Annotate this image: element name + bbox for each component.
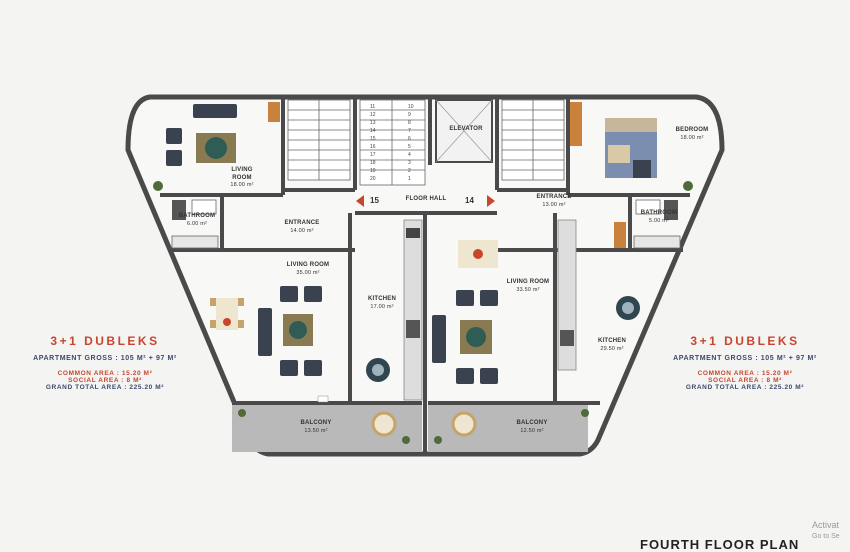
elevator-shaft: [435, 99, 493, 163]
watermark-line1: Activat: [812, 520, 840, 530]
hall-arrow-right: [487, 195, 495, 207]
stair-step-number: 4: [408, 152, 411, 158]
floor-plan-title: FOURTH FLOOR PLAN: [640, 537, 800, 552]
stair-step-number: 15: [370, 136, 376, 142]
stair-step-number: 16: [370, 144, 376, 150]
panel-title: 3+1 DUBLEKS: [690, 334, 800, 348]
stair-step-number: 2: [408, 168, 411, 174]
panel-title: 3+1 DUBLEKS: [50, 334, 160, 348]
balcony-tables: [238, 409, 589, 444]
hall-number-right: 14: [465, 196, 474, 205]
grand-total-area: GRAND TOTAL AREA : 225.20 M²: [685, 384, 805, 391]
furniture-bedroom-right: [570, 102, 693, 191]
stair-step-number: 18: [370, 160, 376, 166]
furniture-kitchen-mid: [366, 219, 423, 401]
hall-arrow-left: [356, 195, 364, 207]
fixtures-bathroom-right: [633, 199, 681, 249]
common-area: COMMON AREA : 15.20 M²: [697, 370, 793, 377]
stairs-right: [501, 99, 565, 181]
furniture-living-mid-right: [432, 240, 498, 384]
grand-total-area: GRAND TOTAL AREA : 225.20 M²: [45, 384, 165, 391]
stair-step-number: 9: [408, 112, 411, 118]
stair-step-number: 1: [408, 176, 411, 182]
info-panel-left: 3+1 DUBLEKS APARTMENT GROSS : 105 M² + 9…: [10, 334, 200, 391]
interior-walls: [160, 97, 690, 452]
watermark-line2: Go to Se: [812, 533, 840, 540]
social-area: SOCIAL AREA : 8 M²: [68, 377, 142, 384]
stair-step-number: 19: [370, 168, 376, 174]
stair-step-number: 5: [408, 144, 411, 150]
stair-step-number: 14: [370, 128, 376, 134]
stair-step-number: 12: [370, 112, 376, 118]
stair-step-number: 10: [408, 104, 414, 110]
stairs-left: [287, 99, 351, 181]
room-label-elevator: ELEVATOR: [449, 126, 483, 132]
stair-step-number: 11: [370, 104, 375, 110]
stair-step-number: 17: [370, 152, 376, 158]
common-area: COMMON AREA : 15.20 M²: [57, 370, 153, 377]
social-area: SOCIAL AREA : 8 M²: [708, 377, 782, 384]
stair-step-number: 6: [408, 136, 411, 142]
furniture-living-left: [153, 102, 280, 191]
stair-step-number: 13: [370, 120, 376, 126]
stairs-center: [359, 99, 426, 186]
room-label-floor-hall: FLOOR HALL: [405, 196, 447, 202]
furniture-kitchen-right: [557, 219, 640, 371]
stair-step-number: 20: [370, 176, 376, 182]
apartment-gross: APARTMENT GROSS : 105 M² + 97 M²: [33, 355, 177, 362]
stair-step-number: 8: [408, 120, 411, 126]
furniture-living-mid-left: [210, 286, 329, 403]
stair-step-number: 3: [408, 160, 411, 166]
stair-step-number: 7: [408, 128, 411, 134]
fixtures-bathroom-left: [171, 199, 219, 249]
apartment-gross: APARTMENT GROSS : 105 M² + 97 M²: [673, 355, 817, 362]
hall-number-left: 15: [370, 196, 379, 205]
info-panel-right: 3+1 DUBLEKS APARTMENT GROSS : 105 M² + 9…: [650, 334, 840, 391]
